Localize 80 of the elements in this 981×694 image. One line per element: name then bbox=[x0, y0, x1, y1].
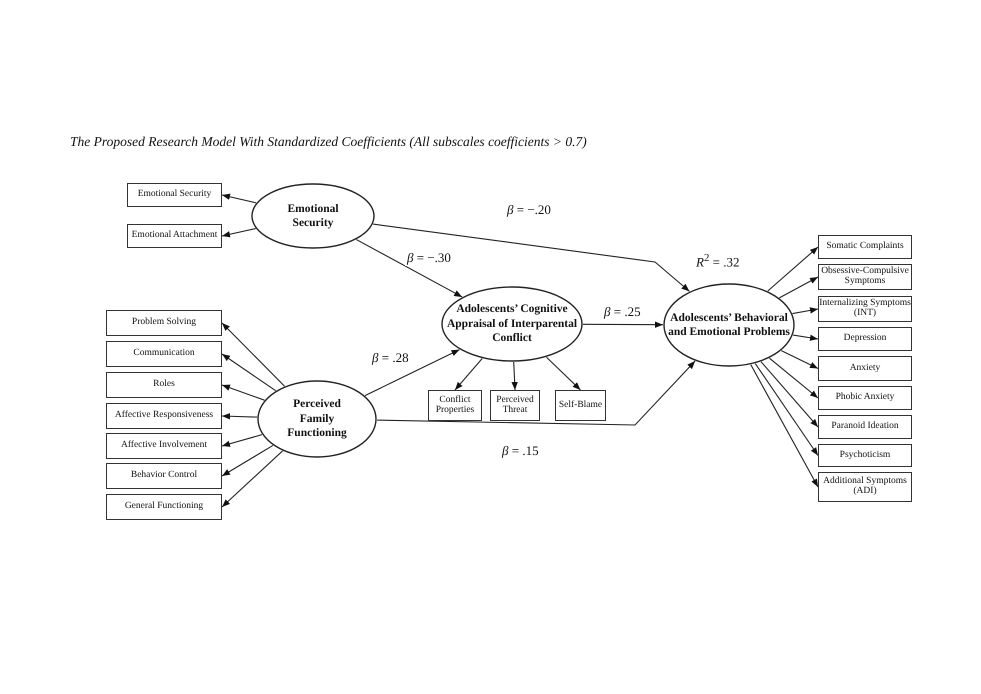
arrow bbox=[792, 334, 818, 341]
node-label: Conflict Properties bbox=[434, 396, 476, 416]
node-label: Obsessive-Compulsive Symptoms bbox=[820, 267, 910, 287]
indicator-box bbox=[490, 390, 540, 421]
arrow bbox=[222, 354, 276, 392]
arrow bbox=[750, 364, 818, 488]
indicator-box bbox=[818, 386, 912, 410]
edge-label: β = .28 bbox=[370, 350, 411, 366]
latent-variable-ellipse bbox=[663, 283, 795, 367]
indicator-box bbox=[818, 327, 912, 351]
node-label: Phobic Anxiety bbox=[836, 393, 894, 403]
node-label: Psychoticism bbox=[840, 450, 890, 460]
arrow bbox=[222, 322, 285, 387]
node-label: Perceived Family Functioning bbox=[286, 397, 348, 441]
latent-variable-ellipse bbox=[441, 286, 583, 362]
arrow bbox=[222, 434, 262, 447]
node-label: Emotional Attachment bbox=[132, 231, 218, 241]
indicator-box bbox=[106, 494, 222, 520]
arrow bbox=[373, 224, 690, 292]
indicator-box bbox=[428, 390, 482, 421]
indicator-box bbox=[127, 183, 222, 207]
arrow bbox=[583, 321, 663, 328]
arrow bbox=[754, 363, 818, 456]
indicator-box bbox=[106, 403, 222, 429]
arrow bbox=[222, 450, 283, 508]
node-label: Emotional Security bbox=[286, 202, 340, 230]
node-label: Somatic Complaints bbox=[826, 242, 904, 252]
indicator-box bbox=[818, 415, 912, 439]
node-label: Affective Responsiveness bbox=[114, 411, 214, 421]
node-label: Additional Symptoms (ADI) bbox=[822, 477, 908, 497]
arrow bbox=[222, 444, 274, 476]
arrow bbox=[792, 307, 818, 314]
node-label: Perceived Threat bbox=[495, 396, 535, 416]
node-label: Behavior Control bbox=[130, 471, 198, 481]
latent-variable-ellipse bbox=[251, 183, 375, 249]
node-label: Paranoid Ideation bbox=[831, 422, 899, 432]
edge-label: β = .25 bbox=[602, 304, 643, 320]
node-label: Affective Involvement bbox=[120, 441, 208, 451]
edge-label: β = −.30 bbox=[405, 250, 453, 266]
indicator-box bbox=[127, 224, 222, 248]
node-label: Self-Blame bbox=[558, 400, 602, 410]
indicator-box bbox=[818, 235, 912, 259]
indicator-box bbox=[106, 341, 222, 367]
indicator-box bbox=[106, 372, 222, 398]
indicator-box bbox=[106, 463, 222, 489]
node-label: Emotional Security bbox=[138, 190, 212, 200]
arrow bbox=[769, 358, 818, 398]
arrow bbox=[779, 276, 818, 298]
node-label: Roles bbox=[153, 380, 175, 390]
indicator-box bbox=[555, 390, 606, 421]
arrow bbox=[222, 194, 256, 204]
arrow bbox=[767, 246, 818, 292]
arrow bbox=[546, 356, 581, 390]
node-label: Communication bbox=[133, 349, 195, 359]
arrow bbox=[222, 228, 256, 238]
indicator-box bbox=[818, 472, 912, 502]
arrow bbox=[364, 349, 460, 396]
edge-label: β = −.20 bbox=[505, 202, 553, 218]
arrow bbox=[511, 362, 518, 390]
latent-variable-ellipse bbox=[257, 380, 377, 458]
node-label: General Functioning bbox=[124, 502, 204, 512]
indicator-box bbox=[106, 310, 222, 336]
arrow bbox=[781, 350, 818, 369]
arrow bbox=[356, 239, 462, 298]
indicator-box bbox=[818, 356, 912, 381]
arrow bbox=[222, 384, 265, 401]
node-label: Problem Solving bbox=[132, 318, 196, 328]
node-label: Adolescents’ Behavioral and Emotional Problems bbox=[667, 310, 791, 340]
node-label: Internalizing Symptoms (INT) bbox=[819, 299, 911, 319]
node-label: Anxiety bbox=[850, 364, 880, 374]
arrow bbox=[222, 413, 258, 420]
indicator-box bbox=[818, 444, 912, 467]
arrow bbox=[760, 361, 818, 428]
node-label: Adolescents’ Cognitive Appraisal of Interparental Conflict bbox=[446, 302, 578, 346]
edge-label: β = .15 bbox=[500, 443, 541, 459]
node-label: Depression bbox=[844, 334, 886, 344]
arrow bbox=[454, 358, 483, 390]
arrow bbox=[376, 360, 696, 426]
indicator-box bbox=[106, 433, 222, 459]
figure-title: The Proposed Research Model With Standardized Coefficients (All subscales coefficients > 0.7) bbox=[70, 134, 587, 150]
